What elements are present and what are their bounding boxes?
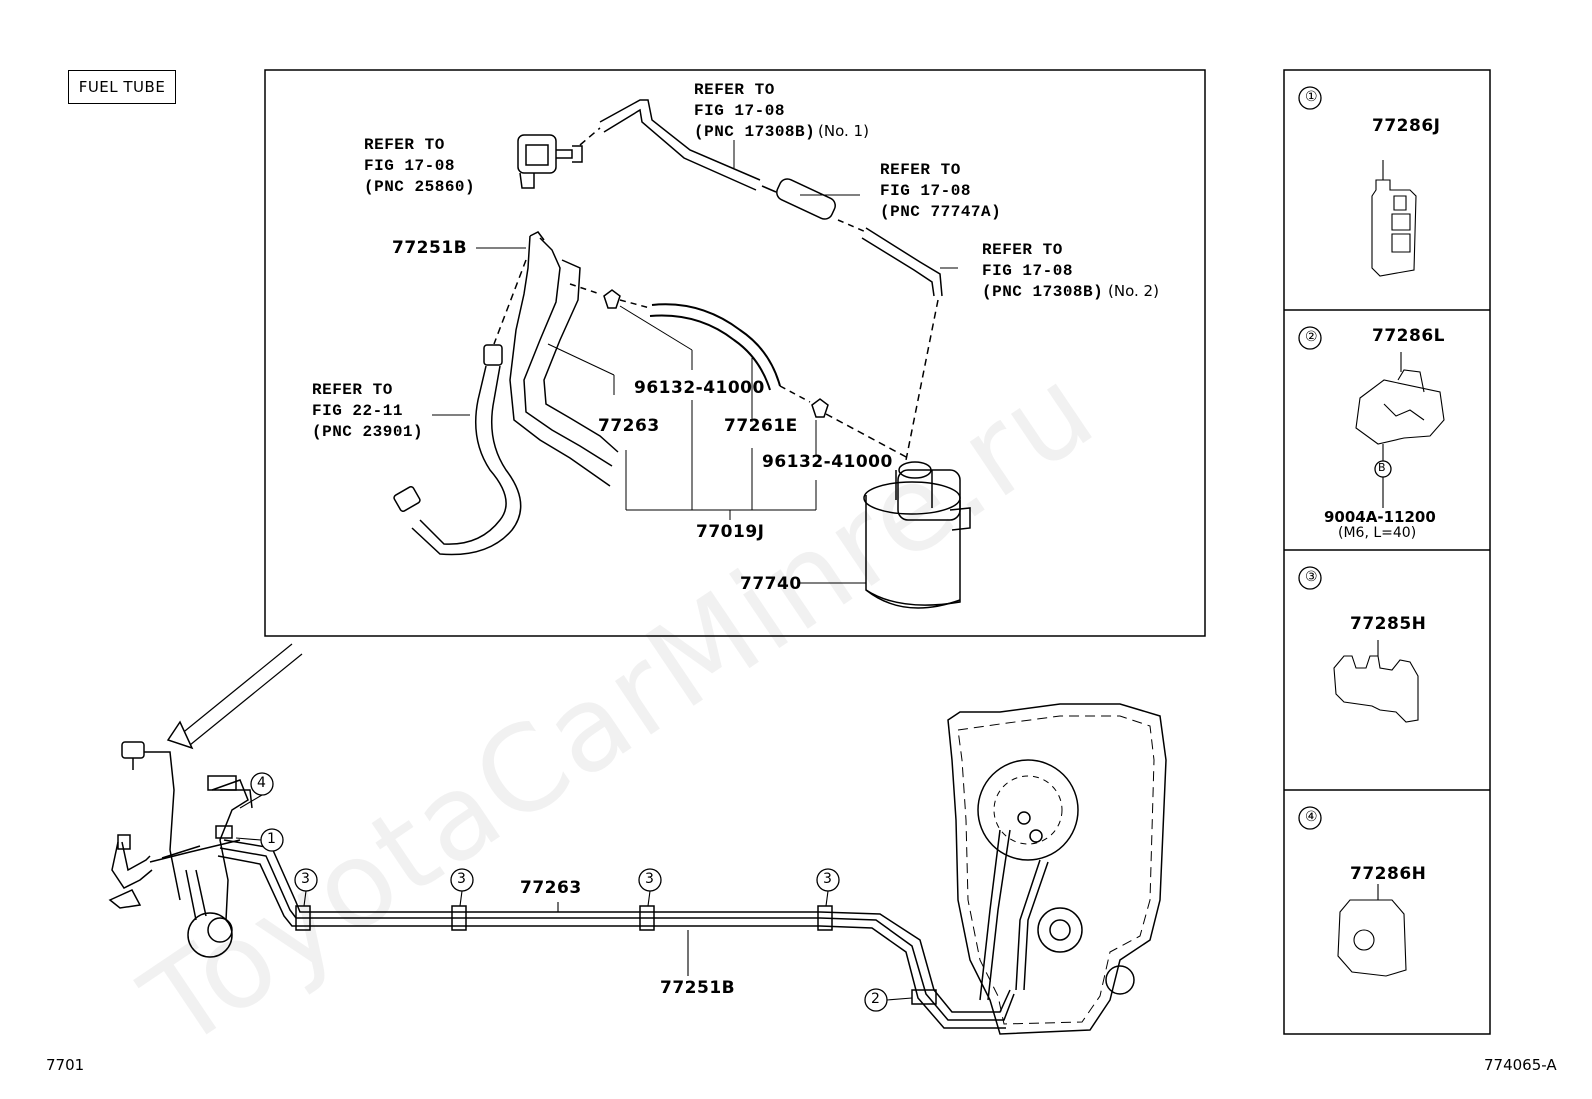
callout-3-d: 3 <box>823 871 832 887</box>
footer-right-code: 774065-A <box>1484 1056 1557 1074</box>
refer-vsv: REFER TO FIG 17-08 (PNC 25860) <box>364 136 476 196</box>
part-96132-b: 96132-41000 <box>762 452 893 472</box>
callout-1: 1 <box>267 831 276 847</box>
refer-hose-no2-suffix: (No. 2) <box>1108 282 1159 300</box>
callout-4: 4 <box>257 775 266 791</box>
side-panel-frame <box>1283 69 1491 1035</box>
refer-filler-pipe: REFER TO FIG 22-11 (PNC 23901) <box>312 381 424 441</box>
part-96132-a: 96132-41000 <box>634 378 765 398</box>
panel1-num: ① <box>1305 89 1318 105</box>
panel2-bolt-spec: (M6, L=40) <box>1338 525 1417 541</box>
refer-filter: REFER TO FIG 17-08 (PNC 77747A) <box>880 161 1002 221</box>
callout-3-c: 3 <box>645 871 654 887</box>
panel4-part: 77286H <box>1350 864 1427 884</box>
callout-2: 2 <box>871 991 880 1007</box>
panel4-num: ④ <box>1305 809 1318 825</box>
panel1-part: 77286J <box>1372 116 1441 136</box>
part-77740: 77740 <box>740 574 802 594</box>
fuel-tank <box>947 703 1167 1035</box>
callout-3-b: 3 <box>457 871 466 887</box>
refer-hose-no1-suffix: (No. 1) <box>818 122 869 140</box>
panel3-part: 77285H <box>1350 614 1427 634</box>
part-77263-bottom: 77263 <box>520 878 582 898</box>
panel2-bolt-mark: B <box>1378 461 1386 474</box>
footer-left-code: 7701 <box>46 1056 85 1074</box>
panel2-num: ② <box>1305 329 1318 345</box>
panel2-bolt: 9004A-11200 <box>1324 508 1436 526</box>
panel2-part: 77286L <box>1372 326 1445 346</box>
refer-hose-no1: REFER TO FIG 17-08 (PNC 17308B) <box>694 81 816 141</box>
panel3-num: ③ <box>1305 569 1318 585</box>
vsv-valve <box>517 134 583 189</box>
callout-3-a: 3 <box>301 871 310 887</box>
fuel-tube-title-box: FUEL TUBE <box>68 70 176 104</box>
part-77019j: 77019J <box>696 522 765 542</box>
part-77261e: 77261E <box>724 416 798 436</box>
filler-pipe <box>393 344 522 556</box>
detail-frame <box>264 69 1206 637</box>
part-77251b-bottom: 77251B <box>660 978 736 998</box>
part-77263-top: 77263 <box>598 416 660 436</box>
part-77251b-top: 77251B <box>392 238 468 258</box>
charcoal-canister <box>863 461 971 609</box>
refer-hose-no2: REFER TO FIG 17-08 (PNC 17308B) <box>982 241 1104 301</box>
